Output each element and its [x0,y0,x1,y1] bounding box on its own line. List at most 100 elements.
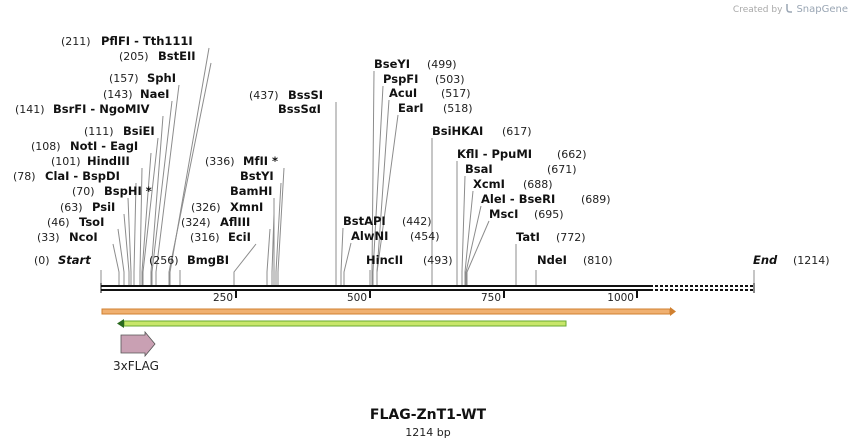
site-name[interactable]: NotI - EagI [70,139,138,153]
site-leader [371,70,375,285]
site-position: (688) [523,178,553,191]
site-name[interactable]: BamHI [230,184,272,198]
site-name[interactable]: PspFI [383,72,418,86]
site-leader [340,227,344,285]
site-name[interactable]: BstAPI [343,214,386,228]
site-name[interactable]: HindIII [87,154,130,168]
site-name[interactable]: TatI [516,230,540,244]
site-leader [151,100,173,285]
site-leader-lines [100,47,755,285]
site-name[interactable]: TsoI [79,215,104,229]
site-name[interactable]: BmgBI [187,253,229,267]
site-name[interactable]: BsaI [465,162,493,176]
site-position: (157) [109,72,139,85]
site-name[interactable]: BsiEI [123,124,155,138]
site-leader [141,152,152,285]
site-position: (33) [37,231,60,244]
site-name[interactable]: BsrFI - NgoMIV [53,102,150,116]
site-position: (772) [556,231,586,244]
site-position: (70) [72,185,95,198]
site-position: (205) [119,50,149,63]
site-position: (324) [181,216,211,229]
snapgene-watermark: Created by SnapGene [733,3,848,16]
site-leader [461,175,466,285]
orf-reverse [117,319,567,328]
site-name[interactable]: AlwNI [351,229,388,243]
site-name[interactable]: SphI [147,71,176,85]
site-name[interactable]: HincII [366,253,403,267]
site-name[interactable]: AflIII [220,215,250,229]
site-position: (810) [583,254,613,267]
dna-backbone [100,283,755,293]
site-position: (437) [249,89,279,102]
construct-length: 1214 bp [405,426,451,439]
construct-name: FLAG-ZnT1-WT [369,407,487,423]
site-position: (63) [60,201,83,214]
site-leader [123,213,130,285]
site-position: (517) [441,87,471,100]
site-leader [117,228,125,285]
site-position: (316) [190,231,220,244]
site-position: (46) [47,216,70,229]
site-position: (617) [502,125,532,138]
site-name[interactable]: EciI [228,230,251,244]
site-position: (78) [13,170,36,183]
snapgene-brand: SnapGene [796,4,848,15]
site-position: (518) [443,102,473,115]
site-name[interactable]: BssSαI [278,102,321,116]
site-name[interactable]: PsiI [92,200,115,214]
site-name[interactable]: XcmI [473,177,505,191]
site-name[interactable]: NdeI [537,253,567,267]
site-position: (689) [581,193,611,206]
site-position: (143) [103,88,133,101]
site-name[interactable]: ClaI - BspDI [45,169,120,183]
site-name[interactable]: XmnI [230,200,263,214]
site-name[interactable]: BstEII [158,49,196,63]
site-leader [271,213,275,285]
site-position: (695) [534,208,564,221]
site-leader [142,137,159,285]
site-labels: (0) Start (33) NcoI(46) TsoI(63) PsiI (70) BspH… [13,34,830,267]
site-name[interactable]: BsiHKAI [432,124,483,138]
site-leader [112,243,120,285]
snapgene-logo-icon [784,3,794,16]
site-name[interactable]: PflFI - Tth111I [101,34,193,48]
site-position: (662) [557,148,587,161]
site-position: (499) [427,58,457,71]
site-name[interactable]: AcuI [389,86,417,100]
site-name[interactable]: BseYI [374,57,410,71]
site-leader [266,228,271,285]
site-position: (0) [34,254,50,267]
site-name[interactable]: AleI - BseRI [481,192,555,206]
scale-tick-label: 750 [481,292,501,304]
site-leader [275,182,282,285]
site-name[interactable]: MfII * [243,154,278,168]
site-name[interactable]: BssSI [288,88,323,102]
site-position: (503) [435,73,465,86]
site-leader [464,190,474,285]
site-name[interactable]: Start [58,253,91,267]
site-leader [277,167,285,285]
site-name[interactable]: KflI - PpuMI [457,147,532,161]
site-position: (141) [15,103,45,116]
site-leader [127,197,132,285]
site-leader [465,205,482,285]
site-name[interactable]: NcoI [69,230,98,244]
site-name[interactable]: MscI [489,207,518,221]
site-leader [150,115,164,285]
site-leader [376,114,399,285]
site-name[interactable]: NaeI [140,87,169,101]
feature-label-3xflag: 3xFLAG [113,359,159,373]
site-position: (326) [191,201,221,214]
site-name[interactable]: EarI [398,101,424,115]
site-leader [133,182,137,285]
site-name[interactable]: BstYI [240,169,274,183]
site-name[interactable]: BspHI * [104,184,152,198]
site-name[interactable]: End [753,253,778,267]
site-leader [343,242,352,285]
site-position: (101) [51,155,81,168]
site-position: (493) [423,254,453,267]
map-title-block: FLAG-ZnT1-WT 1214 bp [0,407,856,439]
